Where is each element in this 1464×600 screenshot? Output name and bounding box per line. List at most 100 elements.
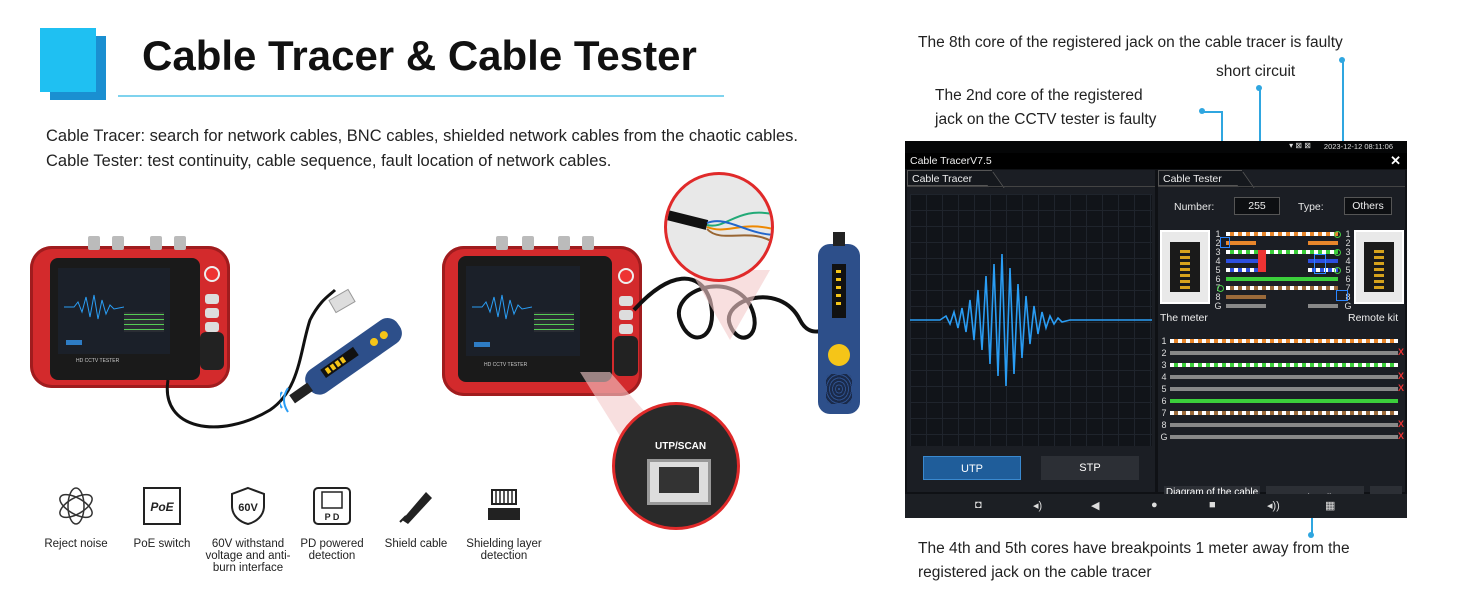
seq-fault-4: X <box>1398 371 1405 381</box>
utp-scan-label: UTP/SCAN <box>655 441 707 452</box>
android-navbar: ◘ ◂) ◀ ● ■ ◂)) ▦ <box>905 494 1407 518</box>
status-bar: 2023-12-12 08:11:06 ▾ ⊠ ⊠ <box>905 141 1407 153</box>
svg-text:60V: 60V <box>238 502 258 514</box>
pd-icon: P D <box>313 487 351 525</box>
svg-text:P D: P D <box>325 512 340 522</box>
fault-box-2 <box>1220 237 1230 248</box>
signal-waveform <box>910 253 1152 387</box>
pin-num-1: 1 <box>1215 229 1221 239</box>
tracer-probe-left <box>280 318 402 413</box>
volume-down-icon[interactable]: ◂) <box>1033 500 1043 512</box>
ok-7 <box>1217 285 1224 292</box>
seq-wire-4 <box>1170 375 1398 379</box>
pin-num-r2: 2 <box>1345 238 1351 248</box>
number-label: Number: <box>1174 201 1215 213</box>
type-field[interactable]: Others <box>1344 197 1392 215</box>
home-icon[interactable]: ● <box>1151 499 1158 511</box>
pin-num-rg: G <box>1344 301 1352 311</box>
tab-cable-tester[interactable]: Cable Tester <box>1158 170 1242 186</box>
recents-icon[interactable]: ■ <box>1209 499 1216 511</box>
meter-jack <box>1160 230 1210 304</box>
app-titlebar: Cable TracerV7.5 ✕ <box>905 153 1407 169</box>
seq-wire-6 <box>1170 399 1398 403</box>
tab-cable-tracer[interactable]: Cable Tracer <box>907 170 993 186</box>
annotation-breakpoints-l2: registered jack on the cable tracer <box>918 564 1152 581</box>
apps-grid-icon[interactable]: ▦ <box>1325 500 1336 512</box>
screen-footer-text: HD CCTV TESTER <box>76 358 120 364</box>
seq-wire-g <box>1170 435 1398 439</box>
seq-num-2: 2 <box>1161 348 1167 358</box>
svg-text:PoE: PoE <box>150 500 174 514</box>
ok-5 <box>1334 267 1341 274</box>
mini-waveform-2-icon <box>472 294 532 320</box>
wire-6 <box>1226 277 1338 281</box>
mini-waveform-icon <box>64 294 124 320</box>
type-label: Type: <box>1298 201 1324 213</box>
camera-icon[interactable]: ◘ <box>975 499 982 511</box>
pin-num-4: 4 <box>1215 256 1221 266</box>
leader-dot-breakpoints <box>1308 532 1314 538</box>
feature-shielding-layer: Shielding layer detection <box>466 538 542 562</box>
wire-2-left <box>1226 241 1256 245</box>
seq-num-4: 4 <box>1161 372 1167 382</box>
seq-wire-7 <box>1170 411 1398 415</box>
feature-poe-switch: PoE switch <box>133 538 191 550</box>
wire-1 <box>1226 232 1338 236</box>
logo-square-front <box>40 28 96 92</box>
seq-wire-5 <box>1170 387 1398 391</box>
page-title: Cable Tracer & Cable Tester <box>142 32 697 79</box>
feature-reject-noise: Reject noise <box>44 538 108 550</box>
pin-num-r1: 1 <box>1345 229 1351 239</box>
app-screenshot: 2023-12-12 08:11:06 ▾ ⊠ ⊠ Cable TracerV7… <box>905 141 1407 518</box>
annotation-short-circuit: short circuit <box>1216 63 1296 80</box>
fault-box-8 <box>1336 290 1348 301</box>
seq-num-7: 7 <box>1161 408 1167 418</box>
wire-2-right <box>1308 241 1338 245</box>
wire-3 <box>1226 250 1338 254</box>
wire-7 <box>1226 286 1338 290</box>
number-field[interactable]: 255 <box>1234 197 1280 215</box>
seq-wire-1 <box>1170 339 1398 343</box>
close-icon[interactable]: ✕ <box>1390 153 1401 168</box>
tester-device-left: HD CCTV TESTER <box>30 236 230 388</box>
feature-60v: 60V withstand voltage and anti-burn inte… <box>205 538 291 574</box>
rj45-plug-left <box>328 288 356 314</box>
ok-3 <box>1334 249 1341 256</box>
seq-wire-8 <box>1170 423 1398 427</box>
pin-num-6: 6 <box>1215 274 1221 284</box>
back-icon[interactable]: ◀ <box>1091 500 1100 512</box>
reject-noise-icon <box>59 487 93 525</box>
seq-fault-8: X <box>1398 419 1405 429</box>
wire-8-left <box>1226 295 1266 299</box>
leader-hline-2nd <box>1202 111 1222 113</box>
seq-fault-5: X <box>1398 383 1405 393</box>
wire-closeup <box>664 172 774 282</box>
pin-num-r6: 6 <box>1345 274 1351 284</box>
wire-4-left <box>1226 259 1266 263</box>
utp-port-closeup: UTP/SCAN <box>612 402 740 530</box>
remote-kit-jack <box>1354 230 1404 304</box>
seq-wire-2 <box>1170 351 1398 355</box>
wire-4-right <box>1308 259 1338 263</box>
tester-device-right: HD CCTV TESTER <box>442 236 642 396</box>
remote-kit-label: Remote kit <box>1348 312 1399 324</box>
pin-num-2: 2 <box>1215 238 1221 248</box>
pin-num-r3: 3 <box>1345 247 1351 257</box>
seq-fault-2: X <box>1398 347 1405 357</box>
tracer-waveform-area <box>910 194 1152 446</box>
pin-num-3: 3 <box>1215 247 1221 257</box>
annotation-2nd-core-l2: jack on the CCTV tester is faulty <box>935 111 1157 128</box>
shield-60v-icon: 60V <box>231 486 265 526</box>
stp-button[interactable]: STP <box>1041 456 1139 480</box>
wire-5-left <box>1226 268 1266 272</box>
fault-box-4-5 <box>1314 254 1326 274</box>
annotation-breakpoints-l1: The 4th and 5th cores have breakpoints 1… <box>918 540 1350 557</box>
seq-num-5: 5 <box>1161 384 1167 394</box>
volume-up-icon[interactable]: ◂)) <box>1267 500 1280 512</box>
poe-icon: PoE <box>143 487 181 525</box>
annotation-8th-core: The 8th core of the registered jack on t… <box>918 34 1343 51</box>
shielding-layer-icon <box>488 489 520 520</box>
description-tester: Cable Tester: test continuity, cable seq… <box>46 152 612 170</box>
utp-button[interactable]: UTP <box>923 456 1021 480</box>
annotation-2nd-core-l1: The 2nd core of the registered <box>935 87 1143 104</box>
